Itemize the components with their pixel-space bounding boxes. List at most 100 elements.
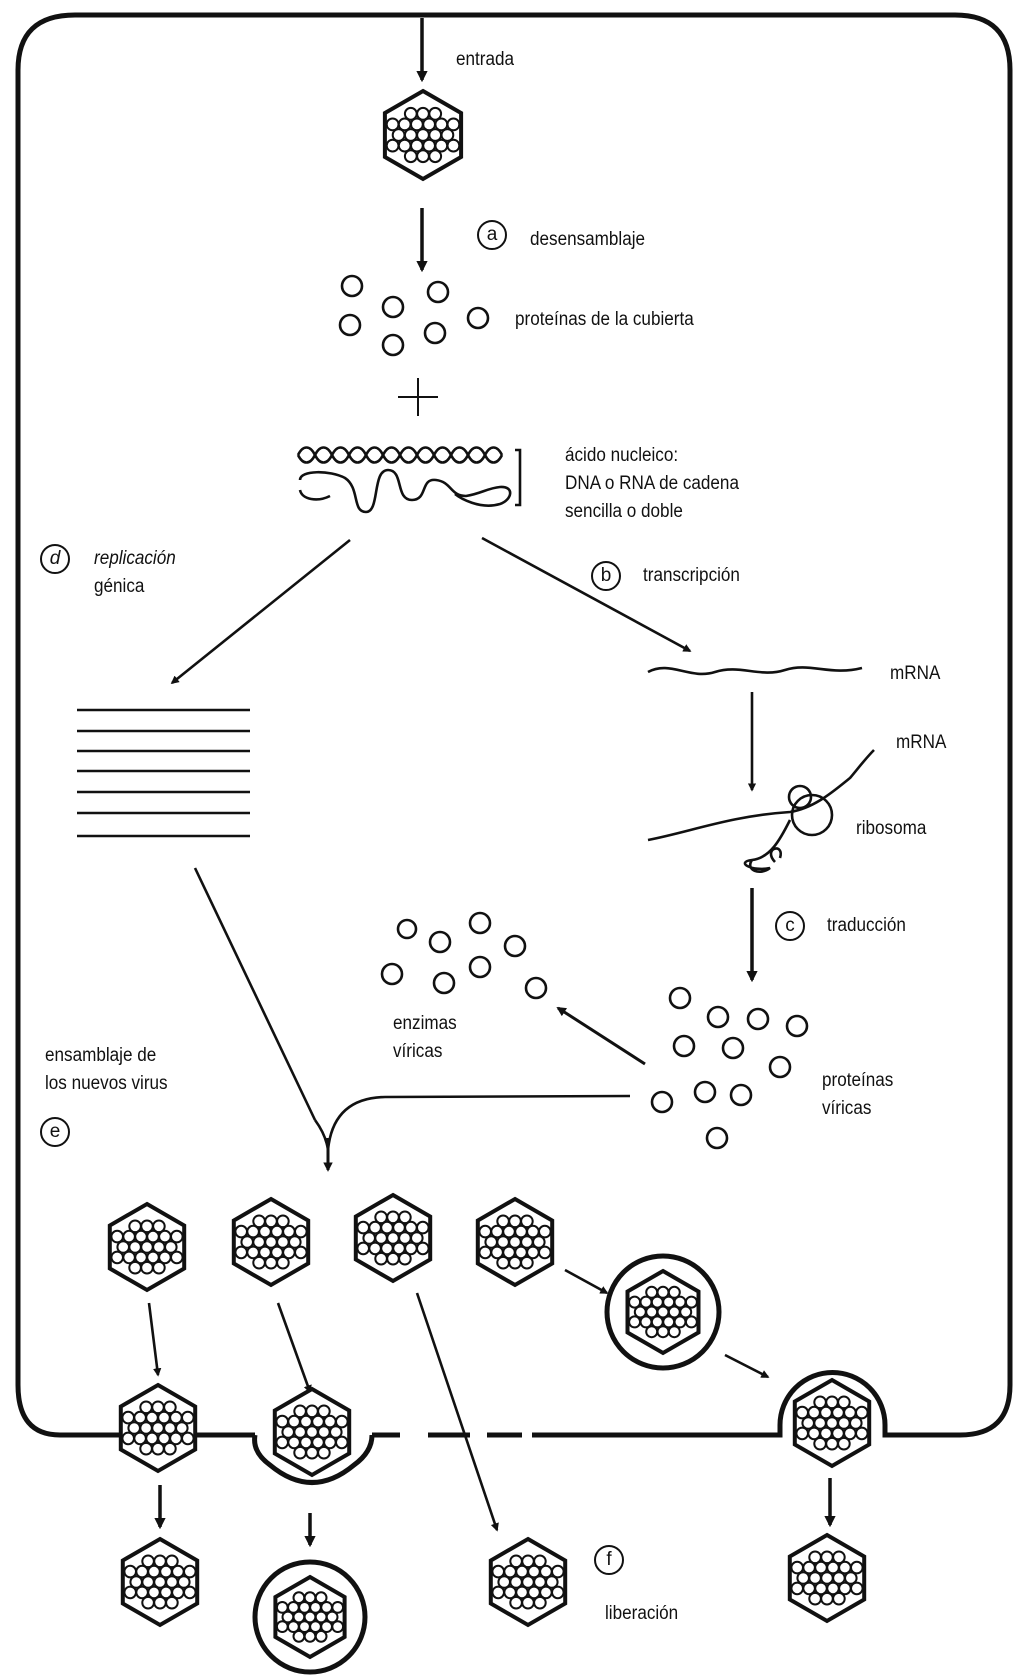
- vesicle-membrane: [252, 1559, 368, 1675]
- viral-enzymes: [380, 911, 548, 1000]
- capsomere: [374, 1251, 388, 1266]
- label-release: liberación: [605, 1603, 679, 1624]
- capsomere: [656, 1325, 670, 1339]
- capsomere: [139, 1441, 153, 1456]
- capsomere: [428, 106, 443, 121]
- capsomere: [398, 1251, 412, 1266]
- capsomere: [275, 1435, 290, 1450]
- capsomere: [165, 1554, 179, 1569]
- capsomere: [825, 1436, 839, 1451]
- label-replication-line2: génica: [94, 576, 145, 597]
- lysis-arrow-1: [147, 1302, 162, 1377]
- mrna-strand: [647, 666, 863, 676]
- capsomere: [140, 1260, 154, 1275]
- label-entrada: entrada: [456, 49, 515, 70]
- capsomere: [335, 1435, 349, 1450]
- step-badge-b: b: [591, 561, 621, 591]
- assembled-virion: [107, 1201, 187, 1293]
- capsomere: [521, 1595, 535, 1610]
- enzymes-arrow: [556, 1006, 646, 1066]
- protein-assembly-line: [326, 1094, 631, 1151]
- label-desensamblaje: desensamblaje: [530, 229, 646, 250]
- capsomere: [532, 1235, 546, 1249]
- capsomere: [533, 1554, 547, 1569]
- capsomere: [183, 1585, 197, 1600]
- assembly-line-merge: [313, 1119, 330, 1151]
- capsomere: [416, 1241, 430, 1256]
- capsomere: [855, 1405, 869, 1420]
- cell-membrane: [15, 12, 1013, 1438]
- capsomere: [440, 128, 455, 142]
- label-assembly-line2: los nuevos virus: [45, 1073, 168, 1094]
- capsomere: [170, 1250, 184, 1265]
- capsomere: [667, 1285, 681, 1299]
- capsomere: [329, 1425, 343, 1439]
- capsomere: [520, 1214, 534, 1229]
- capsomere: [667, 1325, 681, 1339]
- vesicle-membrane: [604, 1253, 722, 1371]
- released-virion: [120, 1536, 200, 1628]
- capsomere: [181, 1410, 195, 1425]
- capsomere: [152, 1219, 166, 1234]
- capsomere: [163, 1400, 177, 1415]
- capsomere: [294, 1245, 308, 1260]
- capsomere: [164, 1240, 178, 1254]
- label-nucleic-acid-line3: sencilla o doble: [565, 501, 683, 522]
- virion-in-pit: [272, 1386, 352, 1478]
- transcription-arrow: [481, 536, 692, 653]
- capsomere: [850, 1581, 864, 1596]
- capsomere: [288, 1235, 302, 1249]
- released-virion: [488, 1536, 568, 1628]
- capsomere: [509, 1595, 523, 1610]
- virion-entering: [382, 88, 464, 182]
- capsomere: [264, 1255, 278, 1270]
- label-enzymes-line2: víricas: [393, 1041, 443, 1062]
- capsomere: [551, 1564, 565, 1579]
- capsomere: [813, 1436, 827, 1451]
- capsomere: [153, 1595, 167, 1610]
- capsomere: [152, 1260, 166, 1275]
- capsomere: [545, 1575, 559, 1589]
- capsomere: [645, 1325, 659, 1339]
- capsomere: [303, 1629, 317, 1643]
- capsomere: [386, 1251, 400, 1266]
- label-viral-proteins-line2: víricas: [822, 1098, 872, 1119]
- capsomere: [491, 1585, 506, 1600]
- capsomere: [832, 1591, 846, 1606]
- label-enzymes-line1: enzimas: [393, 1013, 457, 1034]
- capsomere: [844, 1571, 858, 1585]
- virion-in-vesicle: [625, 1268, 701, 1356]
- plus-sign: [398, 378, 438, 416]
- capsomere: [331, 1601, 345, 1614]
- capsomere: [276, 1255, 290, 1270]
- capsomere: [403, 149, 418, 164]
- capsomere: [141, 1595, 155, 1610]
- capsomere: [538, 1245, 552, 1260]
- capsomere: [446, 117, 461, 132]
- membrane-bud: [770, 1370, 895, 1438]
- step-badge-d: d: [40, 544, 70, 574]
- capsomere: [855, 1426, 869, 1441]
- label-transcription: transcripción: [643, 565, 740, 586]
- capsomere: [292, 1629, 306, 1643]
- assembled-virion: [353, 1192, 433, 1284]
- label-replication-line1: replicación: [94, 548, 176, 569]
- capsomere: [177, 1575, 191, 1589]
- coat-proteins: [338, 274, 490, 357]
- step-badge-f: f: [594, 1545, 624, 1575]
- capsomere: [294, 1224, 308, 1239]
- step-badge-a: a: [477, 220, 507, 250]
- capsomere: [275, 1620, 289, 1633]
- capsomere: [293, 1445, 307, 1460]
- capsomere: [128, 1260, 142, 1275]
- capsomere: [551, 1585, 565, 1600]
- capsomere: [520, 1255, 534, 1270]
- label-translation: traducción: [827, 915, 906, 936]
- step-badge-c: c: [775, 911, 805, 941]
- capsomere: [679, 1305, 693, 1319]
- label-viral-proteins-line1: proteínas: [822, 1070, 894, 1091]
- capsomere: [832, 1550, 846, 1565]
- capsomere: [276, 1214, 290, 1229]
- budding-arrow: [724, 1353, 770, 1379]
- capsomere: [385, 138, 400, 153]
